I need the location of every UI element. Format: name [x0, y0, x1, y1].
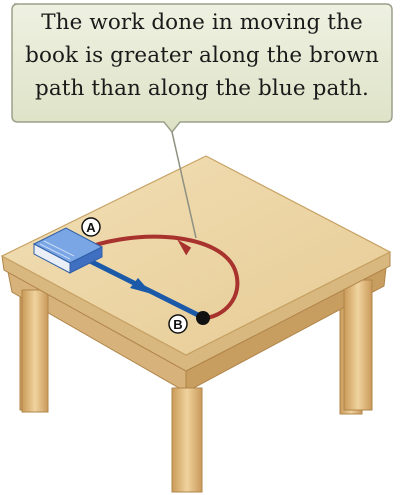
callout-line-3: path than along the blue path.	[35, 76, 369, 101]
book-spine	[69, 246, 103, 274]
brown-path-arrowhead	[177, 239, 192, 256]
table-top	[0, 155, 392, 356]
point-a-label: A	[81, 217, 101, 237]
table	[0, 155, 392, 493]
table-leg-front-left	[21, 289, 49, 413]
table-leg-front-right	[343, 279, 373, 411]
point-a-text: A	[86, 220, 96, 235]
book	[32, 227, 104, 274]
point-b-label: B	[168, 314, 188, 334]
endpoint-dot	[196, 311, 210, 325]
point-b-text: B	[173, 317, 182, 332]
blue-path	[86, 257, 204, 320]
blue-path-arrowhead	[130, 278, 152, 294]
callout-text: The work done in moving the book is grea…	[14, 6, 390, 105]
callout-pointer-line	[171, 131, 197, 239]
brown-path-curve	[91, 234, 240, 320]
brown-path	[91, 234, 240, 320]
book-cover-line	[43, 240, 75, 257]
callout	[11, 3, 393, 239]
table-leg-front-center	[171, 387, 203, 493]
callout-line-1: The work done in moving the	[41, 10, 363, 35]
callout-line-2: book is greater along the brown	[25, 43, 379, 68]
book-cover-line	[39, 243, 71, 260]
